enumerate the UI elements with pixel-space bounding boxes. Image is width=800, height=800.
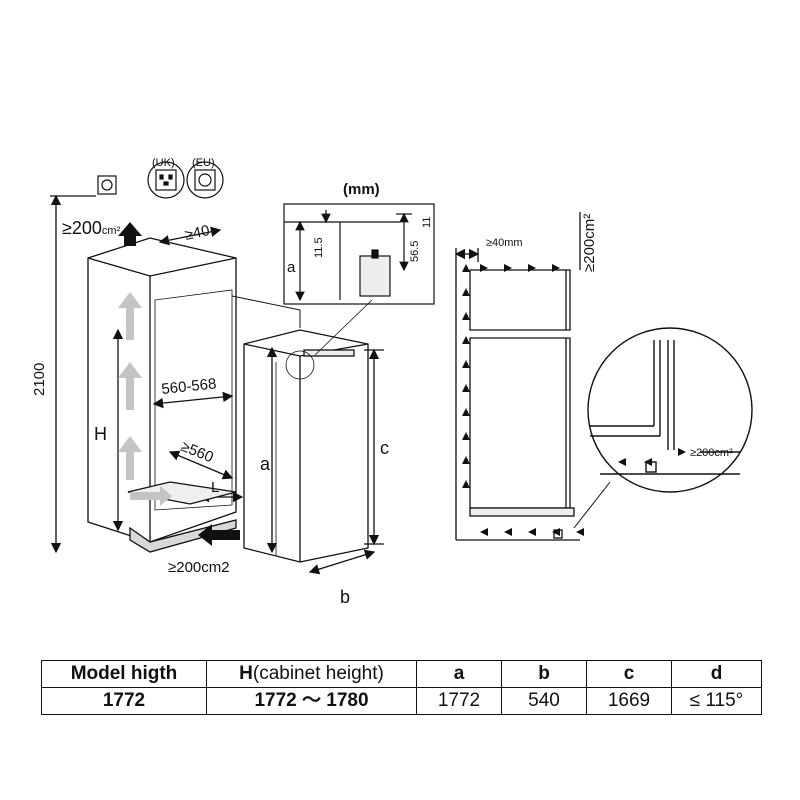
side-arrows: [462, 264, 584, 536]
side-gap-label: ≥40mm: [486, 237, 523, 249]
spec-table: Model higth H(cabinet height) a b c d 17…: [41, 660, 762, 715]
table-row: 1772 1772 ～ 1780 1772 540 1669 ≤ 115°: [41, 687, 762, 715]
zoom-vent-label: ≥200cm²: [690, 447, 733, 459]
cell-d: ≤ 115°: [671, 687, 762, 715]
wall-socket-icon: [97, 175, 117, 195]
detail-11-label: 11: [421, 217, 433, 228]
header-c: c: [586, 660, 672, 688]
detail-56-5-label: 56.5: [409, 241, 421, 262]
unit-label: (mm): [343, 181, 380, 198]
airflow-arrows: [118, 292, 172, 506]
appliance-drawing: [231, 295, 384, 575]
vent-bottom-label: ≥200cm2: [168, 559, 230, 576]
header-model: Model higth: [41, 660, 207, 688]
cell-c: 1669: [586, 687, 672, 715]
eu-socket-icon: [186, 161, 224, 199]
header-h: H(cabinet height): [206, 660, 417, 688]
header-b: b: [501, 660, 587, 688]
cell-b: 540: [501, 687, 587, 715]
vent-arrows: [118, 222, 240, 546]
label-L: L: [211, 479, 219, 496]
detail-inset: [283, 203, 435, 305]
gap-top-label: ≥40: [183, 222, 211, 244]
height-total-label: 2100: [31, 363, 48, 396]
socket-eu-label: (EU): [192, 157, 215, 169]
cell-h: 1772 ～ 1780: [206, 687, 417, 715]
table-header-row: Model higth H(cabinet height) a b c d: [41, 660, 762, 688]
detail-a-label: a: [287, 259, 296, 276]
label-a: a: [260, 454, 271, 474]
vent-top-label: ≥200cm²: [62, 218, 121, 238]
installation-diagram: (mm) 2100 ≥200cm² ≥40 H 560-568 ≥560 L ≥…: [31, 157, 753, 607]
cell-model: 1772: [41, 687, 207, 715]
socket-icons: [97, 161, 224, 199]
width-inner-label: 560-568: [161, 375, 218, 398]
header-d: d: [671, 660, 762, 688]
socket-uk-label: (UK): [152, 157, 175, 169]
label-c: c: [380, 438, 389, 458]
uk-socket-icon: [147, 161, 185, 199]
side-vent-label: ≥200cm²: [581, 214, 598, 272]
zoom-arrows: [618, 448, 686, 466]
zoom-detail: [587, 327, 753, 493]
label-b: b: [340, 587, 350, 607]
cell-a: 1772: [416, 687, 502, 715]
depth-inner-label: ≥560: [179, 438, 216, 466]
detail-11-5-label: 11.5: [313, 237, 325, 258]
header-a: a: [416, 660, 502, 688]
side-view-drawing: [454, 212, 611, 541]
label-H: H: [94, 424, 107, 444]
